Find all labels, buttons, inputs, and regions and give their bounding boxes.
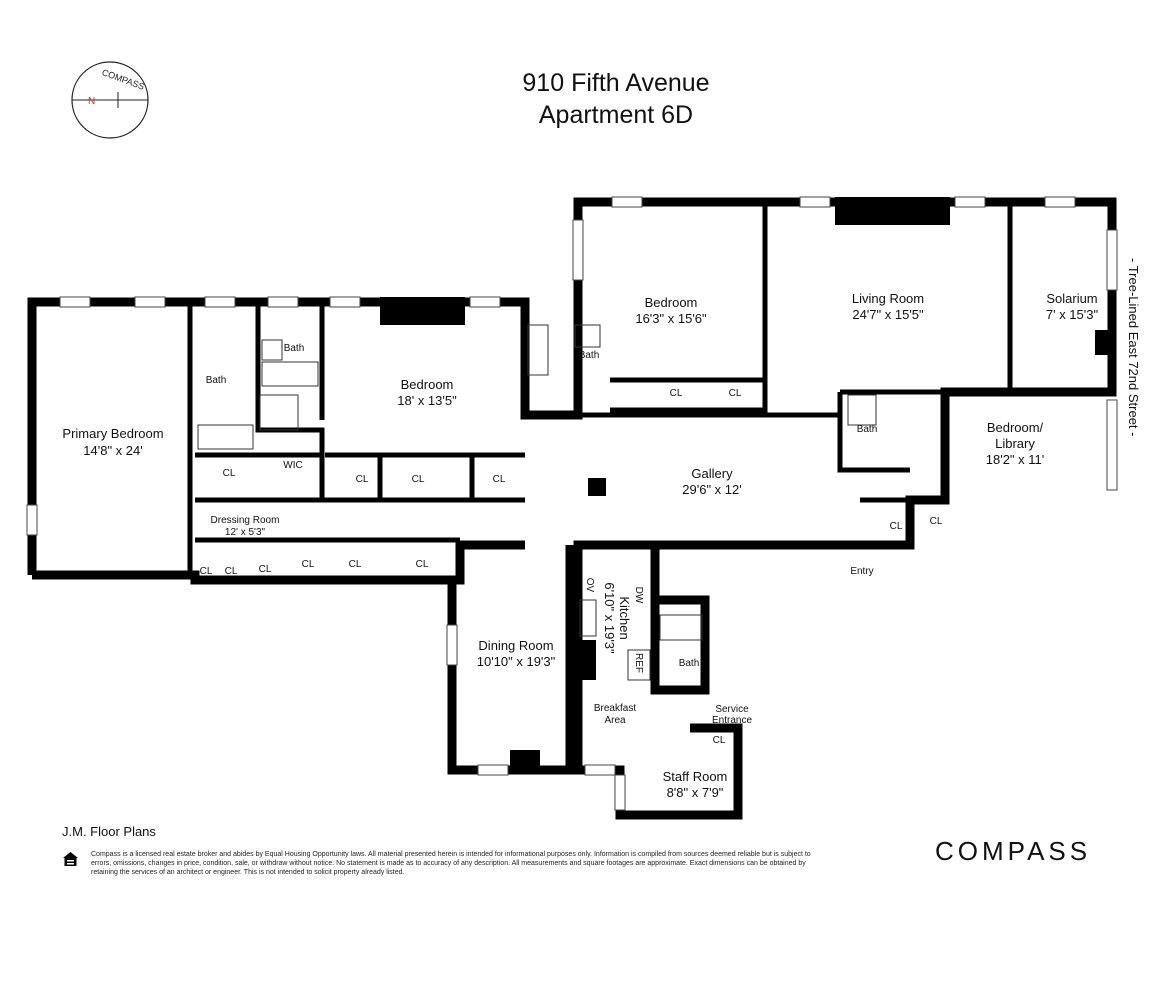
kitchen-dims: 6'10" x 19'3" [602, 582, 617, 654]
primary-bedroom-label: Primary Bedroom [62, 426, 163, 441]
service-entrance-label-2: Entrance [712, 715, 752, 726]
bath-label: Bath [284, 343, 305, 354]
compass-text: COMPASS [101, 67, 146, 92]
title-address: 910 Fifth Avenue [522, 69, 710, 97]
closet-label: CL [356, 474, 369, 485]
refrigerator-label: REF [633, 653, 644, 673]
closet-label: CL [302, 559, 315, 570]
small-labels: Bath Bath Bath Bath Bath WIC CL CL CL CL… [200, 343, 943, 746]
breakfast-area-label: Breakfast [594, 703, 636, 714]
floor-plan-credit: J.M. Floor Plans [62, 824, 156, 839]
kitchen-label: Kitchen [617, 596, 632, 639]
bath-label: Bath [857, 424, 878, 435]
bath-label: Bath [579, 350, 600, 361]
solarium-label: Solarium [1046, 291, 1097, 306]
interior-walls [187, 202, 1013, 575]
closet-label: CL [930, 516, 943, 527]
exterior-walls [27, 197, 1117, 820]
closet-label: CL [670, 388, 683, 399]
title-apartment: Apartment 6D [538, 101, 694, 129]
closet-label: CL [259, 564, 272, 575]
bath-label: Bath [679, 658, 700, 669]
gallery-dims: 29'6" x 12' [682, 482, 741, 497]
room-labels: Primary Bedroom 14'8" x 24' Bedroom 18' … [62, 291, 1098, 800]
windows [26, 196, 1118, 811]
closet-label: CL [493, 474, 506, 485]
primary-bedroom-dims: 14'8" x 24' [83, 443, 142, 458]
compass-north: N [88, 96, 95, 107]
library-label: Bedroom/ [987, 420, 1044, 435]
compass-rose-icon: N COMPASS [71, 61, 149, 139]
library-label-2: Library [995, 436, 1035, 451]
bath-label: Bath [206, 375, 227, 386]
library-dims: 18'2" x 11' [986, 452, 1045, 467]
closet-label: CL [412, 474, 425, 485]
living-room-dims: 24'7" x 15'5" [852, 307, 924, 322]
service-entrance-label: Service [715, 704, 749, 715]
staff-room-dims: 8'8" x 7'9" [667, 785, 724, 800]
closet-label: CL [349, 559, 362, 570]
wic-label: WIC [283, 460, 302, 471]
bedroom-2-label: Bedroom [645, 295, 698, 310]
dressing-room-label: Dressing Room [211, 515, 280, 526]
disclaimer: Compass is a licensed real estate broker… [91, 851, 811, 876]
fixtures [197, 324, 877, 681]
gallery-label: Gallery [691, 466, 733, 481]
compass-logo: COMPASS [935, 836, 1092, 866]
closet-label: CL [713, 735, 726, 746]
bedroom-dims: 18' x 13'5" [397, 393, 457, 408]
staff-room-label: Staff Room [663, 769, 728, 784]
dining-room-label: Dining Room [478, 638, 553, 653]
closet-label: CL [890, 521, 903, 532]
closet-label: CL [223, 468, 236, 479]
equal-housing-icon [62, 851, 79, 868]
closet-label: CL [225, 566, 238, 577]
entry-label: Entry [850, 566, 873, 577]
dishwasher-label: DW [633, 587, 644, 604]
closet-label: CL [416, 559, 429, 570]
street-label: - Tree-Lined East 72nd Street - [1126, 258, 1141, 437]
bedroom-label: Bedroom [401, 377, 454, 392]
closet-label: CL [200, 566, 213, 577]
breakfast-area-label-2: Area [604, 715, 626, 726]
dining-room-dims: 10'10" x 19'3" [477, 654, 556, 669]
closet-label: CL [729, 388, 742, 399]
living-room-label: Living Room [852, 291, 924, 306]
bedroom-2-dims: 16'3" x 15'6" [635, 311, 707, 326]
dressing-room-dims: 12' x 5'3" [225, 527, 266, 538]
oven-label: OV [584, 578, 595, 593]
solarium-dims: 7' x 15'3" [1046, 307, 1099, 322]
